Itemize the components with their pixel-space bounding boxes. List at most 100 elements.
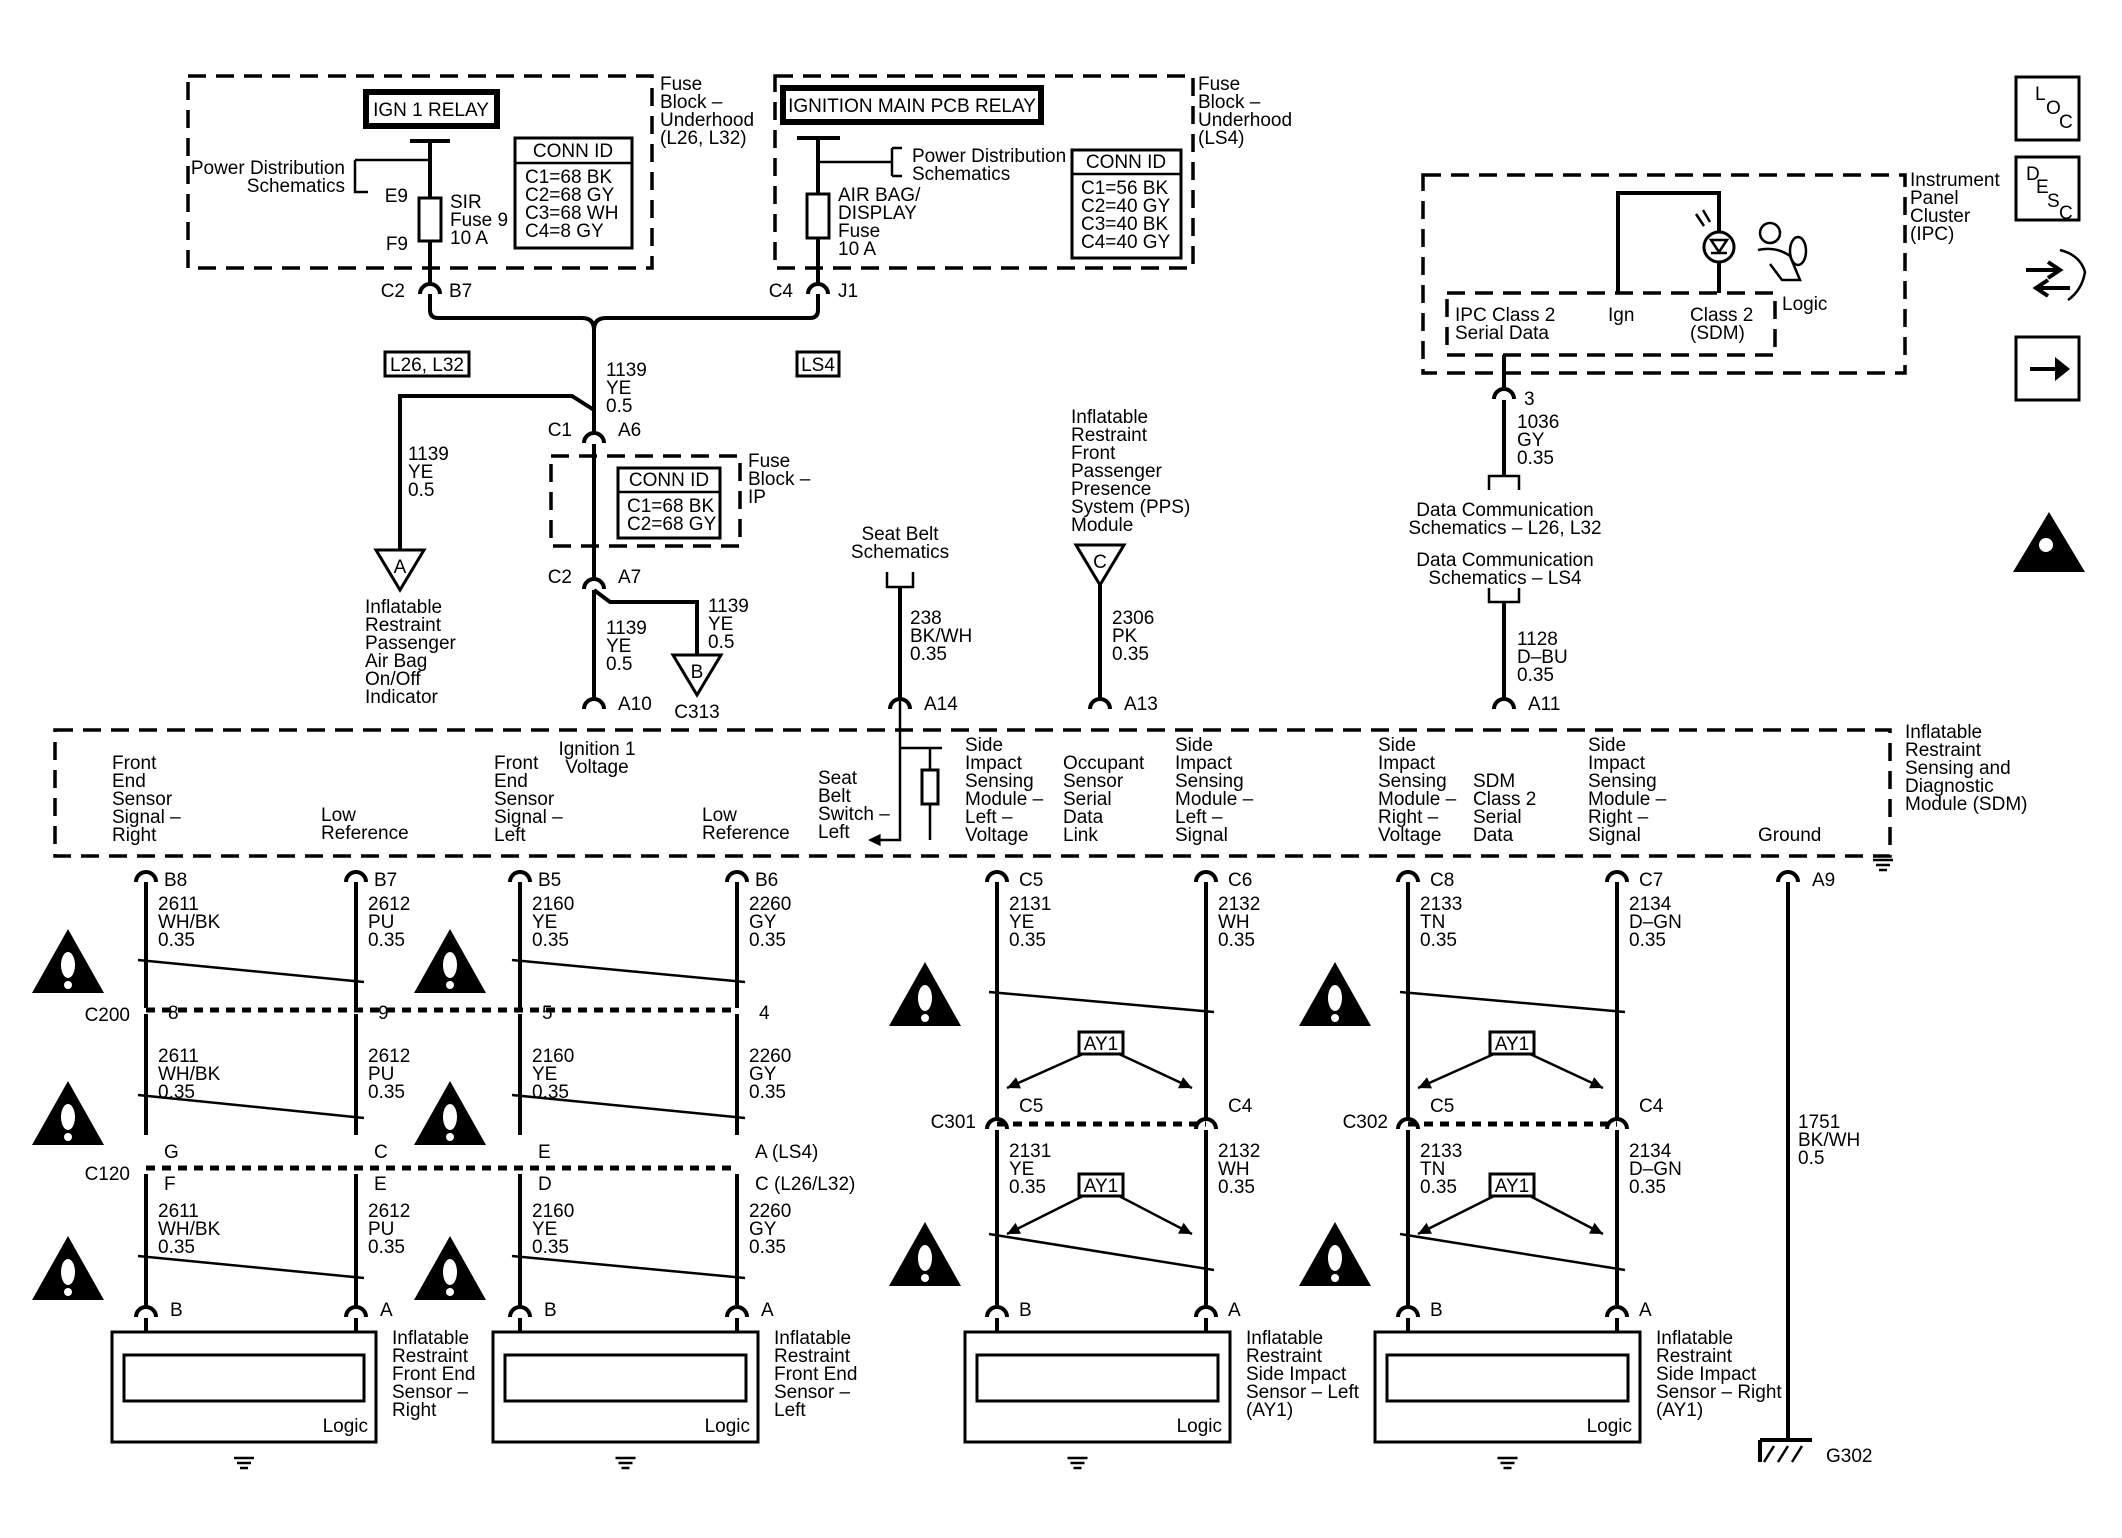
wire-label: D–BU — [1517, 647, 1568, 668]
conn-id-entry: C2=68 GY — [627, 514, 717, 535]
ipc-module — [1421, 173, 1907, 375]
warning-dot — [446, 981, 454, 989]
fuse-label: AIR BAG/ — [838, 185, 921, 206]
logic-label: Logic — [1782, 294, 1827, 315]
airbag-indicator-lamp — [1702, 230, 1736, 264]
connector-view-icon — [2026, 260, 2070, 298]
sdm-pin-label: Left – — [1175, 807, 1223, 828]
sdm-pin-label: End — [112, 771, 146, 792]
fuse-block-label: Fuse — [660, 74, 702, 95]
conn-id-entry: C1=56 BK — [1081, 178, 1168, 199]
ay1-box — [1488, 1172, 1536, 1198]
sdm-pin-label: Ignition 1 — [558, 739, 635, 760]
location-button — [2014, 75, 2081, 142]
data-comm-label: Schematics – LS4 — [1428, 568, 1582, 589]
pps-label: Passenger — [1071, 461, 1163, 482]
pin-label: B — [1019, 1300, 1032, 1321]
power-dist-label: Power Distribution — [912, 146, 1066, 167]
conn-id-entry: C3=68 WH — [525, 203, 618, 224]
sensor-label: Left — [774, 1400, 806, 1421]
warning-dot — [64, 1133, 72, 1141]
sdm-pin-label: Low — [321, 805, 356, 826]
wire-label: 2260 — [749, 1046, 791, 1067]
sdm-pin-label: Ground — [1758, 825, 1821, 846]
warning-dot — [1331, 1274, 1339, 1282]
sdm-pin-label: Serial — [1063, 789, 1112, 810]
ipc-logic-box — [1445, 291, 1777, 357]
warning-mark — [61, 1104, 75, 1130]
wire-label: WH — [1218, 1159, 1250, 1180]
sdm-title: Restraint — [1905, 740, 1982, 761]
pin-label: C8 — [1430, 870, 1454, 891]
data-comm-label: Data Communication — [1416, 500, 1593, 521]
conn-id-entry: C1=68 BK — [627, 496, 714, 517]
connector-pin-a9 — [1776, 870, 1800, 883]
sensor-label: Restraint — [774, 1346, 851, 1367]
sensor-label: Sensor – Right — [1656, 1382, 1782, 1403]
sdm-pin-label: Module – — [1378, 789, 1457, 810]
pin-label: C7 — [1639, 870, 1663, 891]
fuse-block-label: Block – — [660, 92, 723, 113]
sensor-label: Sensor – Left — [1246, 1382, 1360, 1403]
ground-hatch — [1762, 1445, 1776, 1463]
wire-label: 0.5 — [606, 654, 632, 675]
connector-pin-A — [344, 1305, 368, 1318]
wire-label: 0.35 — [532, 930, 569, 951]
ign-relay-title: IGN 1 RELAY — [373, 100, 489, 121]
sdm-pin-label: Right – — [1378, 807, 1439, 828]
sdm-pin-label: Side — [965, 735, 1003, 756]
sensor-label: Restraint — [1656, 1346, 1733, 1367]
wire-label: 2612 — [368, 1046, 410, 1067]
fuse-block-label: (LS4) — [1198, 128, 1244, 149]
conn-id-entry: C4=40 GY — [1081, 232, 1171, 253]
warning-mark — [61, 952, 75, 978]
twisted-pair-mark — [988, 1232, 1215, 1272]
warning-dot — [446, 1133, 454, 1141]
fuse-block-label: Block – — [1198, 92, 1261, 113]
ipc-ign-wire — [1616, 191, 1721, 293]
conn-id-entry: C2=68 GY — [525, 185, 615, 206]
fuse-block-label: (L26, L32) — [660, 128, 747, 149]
pin-label: A — [1639, 1300, 1652, 1321]
fuse-label: 10 A — [838, 239, 876, 260]
sdm-pin-label: Voltage — [965, 825, 1028, 846]
fuse-label: Fuse — [838, 221, 880, 242]
connector-label: C2 — [548, 567, 572, 588]
wire-label: 0.35 — [1218, 930, 1255, 951]
connector-pin-j1 — [806, 282, 830, 295]
pin-label: 5 — [542, 1003, 553, 1024]
ay1-arrow — [1529, 1194, 1604, 1236]
sensor-label: Sensor – — [774, 1382, 850, 1403]
wire-label: 0.35 — [158, 930, 195, 951]
pin-label: C4 — [1228, 1096, 1253, 1117]
warning-dot — [1331, 1014, 1339, 1022]
connector-label: C313 — [674, 702, 719, 723]
connector-pin-C7 — [1605, 870, 1629, 883]
pin-label: C6 — [1228, 870, 1252, 891]
pps-label: Restraint — [1071, 425, 1148, 446]
data-comm-bracket — [1487, 588, 1521, 604]
conn-id-entry: C1=68 BK — [525, 167, 612, 188]
airbag-fuse-icon — [805, 192, 831, 240]
sensor-logic-box — [122, 1353, 366, 1403]
sdm-title: Diagnostic — [1905, 776, 1994, 797]
connector-pin-B8 — [134, 870, 158, 883]
wire-label: 0.5 — [606, 396, 632, 417]
arrow-head — [1178, 1222, 1192, 1234]
ay1-box — [1488, 1030, 1536, 1056]
reference-triangle-a — [373, 548, 427, 593]
wire-label: 2260 — [749, 894, 791, 915]
wire-label: 238 — [910, 608, 942, 629]
twisted-pair-mark — [137, 958, 365, 984]
ref-letter: A — [394, 557, 407, 578]
logic-label: Logic — [1587, 1416, 1632, 1437]
wire-label: 1128 — [1517, 629, 1558, 650]
pin-label: A6 — [618, 420, 641, 441]
ground-icon — [1497, 1456, 1518, 1470]
sdm-pin-label: Signal – — [112, 807, 181, 828]
twisted-pair-mark — [137, 1093, 365, 1120]
warning-mark — [1328, 985, 1342, 1011]
sdm-pin-label: Side — [1378, 735, 1416, 756]
pin-label: 3 — [1524, 389, 1535, 410]
fuse-block-underhood-l26 — [186, 74, 654, 270]
